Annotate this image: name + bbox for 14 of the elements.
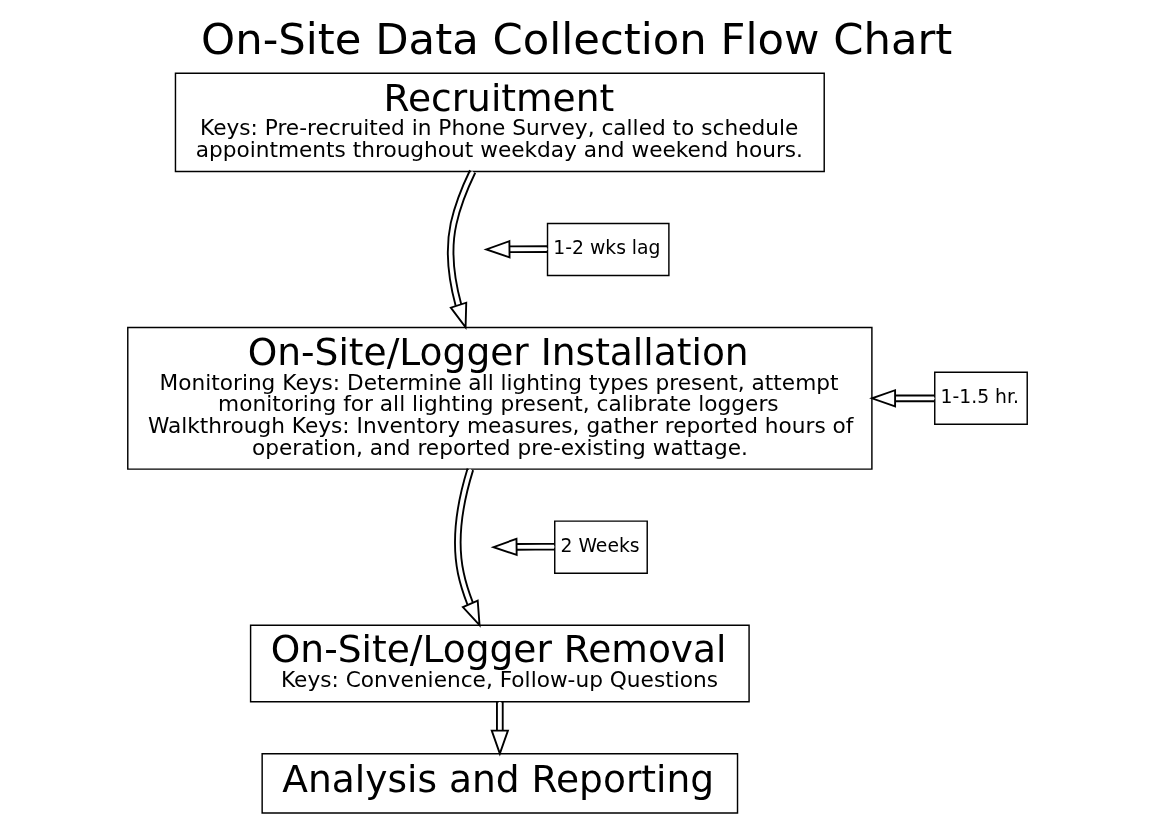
arrow: [446, 169, 476, 330]
node-box: On-Site/Logger Removal Keys: Convenience, Follow-up Questions: [249, 624, 750, 703]
arrow: [453, 467, 481, 628]
node-box: 1-2 wks lag: [546, 222, 670, 277]
arrow: [489, 701, 509, 757]
node-box: Analysis and Reporting: [260, 753, 738, 814]
diagram-title: On-Site Data Collection Flow Chart: [200, 14, 952, 65]
node-box: On-Site/Logger Installation Monitoring Keys: Determine all lighting types present, attempt monitoring for all lighting present, calibrate loggers Walkthrough Keys: Inventory measures, gather reported hours of operation, and reported pre-existing wattage.: [126, 326, 873, 470]
node-box: Recruitment Keys: Pre-recruited in Phone Survey, called to schedule appointments throughout weekday and weekend hours.: [174, 72, 825, 173]
node-box: 1-1.5 hr.: [933, 371, 1028, 426]
node-box: 2 Weeks: [553, 520, 648, 574]
arrow: [483, 239, 548, 259]
arrow: [490, 537, 555, 557]
arrow: [868, 388, 935, 408]
